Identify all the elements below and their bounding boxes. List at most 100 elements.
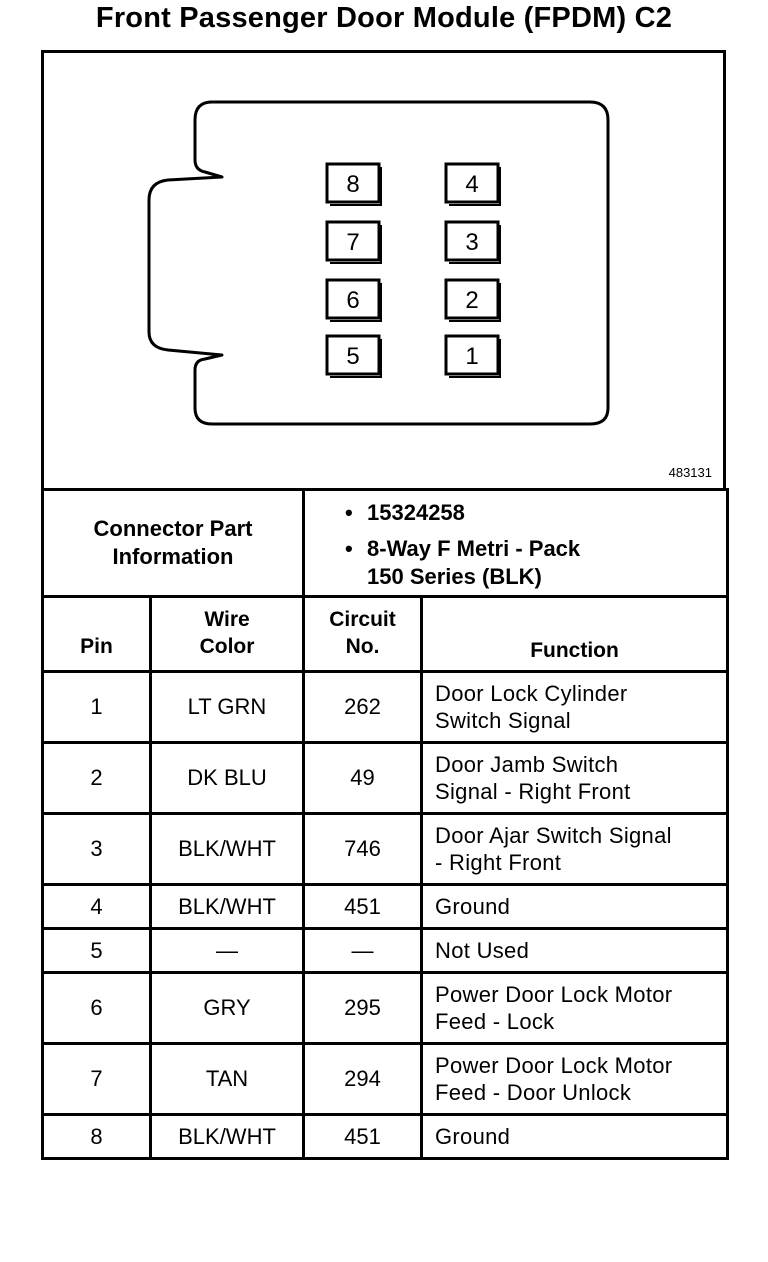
pin-cell: 7	[41, 1042, 152, 1116]
function-line2: Switch Signal	[435, 708, 571, 733]
header-function: Function	[420, 595, 730, 673]
pin-box-shadow	[330, 167, 382, 206]
function-line1: Door Jamb Switch	[435, 752, 619, 777]
header-wire-line2: Color	[199, 635, 255, 658]
header-wire-line1: Wire	[204, 608, 250, 631]
function-line2: - Right Front	[435, 850, 562, 875]
pin-box-shadow	[449, 339, 501, 378]
connector-description: 8-Way F Metri - Pack 150 Series (BLK)	[345, 535, 726, 591]
page-title: Front Passenger Door Module (FPDM) C2	[95, 2, 673, 34]
function-line1: Power Door Lock Motor	[435, 1053, 673, 1078]
circuit-cell: 49	[302, 741, 424, 815]
circuit-cell: 746	[302, 812, 424, 886]
pin-label: 4	[465, 171, 478, 198]
function-line1: Door Ajar Switch Signal	[435, 823, 672, 848]
pin-box-shadow	[449, 283, 501, 322]
wire-color-cell: GRY	[148, 971, 306, 1045]
pin-box-outline	[444, 334, 500, 376]
pin-label: 8	[346, 171, 359, 198]
connector-table: Connector Part Information 15324258 8-Wa…	[40, 488, 730, 1160]
function-line1: Door Lock Cylinder	[435, 681, 628, 706]
header-pin: Pin	[41, 595, 152, 673]
circuit-cell: 451	[302, 1113, 424, 1160]
pin-cell: 8	[41, 1113, 152, 1160]
pin-label: 2	[465, 287, 478, 314]
pin-cell: 6	[41, 971, 152, 1045]
pin-label: 5	[346, 343, 359, 370]
function-line1: Ground	[435, 894, 511, 919]
pin-box-shadow	[330, 283, 382, 322]
circuit-cell: —	[302, 927, 424, 974]
pin-label: 3	[465, 229, 478, 256]
pin-box-shadow	[449, 225, 501, 264]
header-row: Pin Wire Color Circuit No. Function	[41, 595, 730, 673]
circuit-cell: 294	[302, 1042, 424, 1116]
header-circuit-line1: Circuit	[329, 608, 396, 631]
pin-box-outline	[325, 162, 381, 204]
header-wire-color: Wire Color	[148, 595, 306, 673]
pin-box-outline	[325, 220, 381, 262]
function-line1: Not Used	[435, 938, 530, 963]
header-circuit-line2: No.	[345, 635, 380, 658]
pin-box-outline	[444, 162, 500, 204]
pin-box: 7	[325, 220, 382, 264]
function-line2: Feed - Door Unlock	[435, 1080, 632, 1105]
pin-box-shadow	[330, 225, 382, 264]
pin-cell: 3	[41, 812, 152, 886]
wire-color-cell: BLK/WHT	[148, 1113, 306, 1160]
function-line1: Ground	[435, 1124, 511, 1149]
pin-box-outline	[325, 334, 381, 376]
function-line2: Feed - Lock	[435, 1009, 555, 1034]
circuit-cell: 295	[302, 971, 424, 1045]
function-line2: Signal - Right Front	[435, 779, 631, 804]
wire-color-cell: —	[148, 927, 306, 974]
pin-cell: 4	[41, 883, 152, 930]
table-row: 5——Not Used	[41, 927, 730, 974]
diagram-reference-number: 483131	[668, 465, 712, 480]
pin-box-shadow	[330, 339, 382, 378]
desc-line2: 150 Series (BLK)	[367, 564, 542, 589]
pin-label: 6	[346, 287, 359, 314]
header-circuit: Circuit No.	[302, 595, 424, 673]
function-cell: Not Used	[420, 927, 730, 974]
function-cell: Ground	[420, 883, 730, 930]
diagram-frame	[41, 50, 726, 488]
pin-box: 2	[444, 278, 501, 322]
info-label-line1: Connector Part	[93, 516, 253, 541]
pin-box-outline	[444, 220, 500, 262]
function-cell: Ground	[420, 1113, 730, 1160]
connector-diagram: 8 7 6 5 4 3 2 1 483131	[42, 52, 726, 488]
pin-box-outline	[325, 278, 381, 320]
pin-cell: 5	[41, 927, 152, 974]
desc-line1: 8-Way F Metri - Pack	[367, 536, 581, 561]
pin-box: 6	[325, 278, 382, 322]
pin-label: 1	[465, 343, 478, 370]
connector-outline: 8 7 6 5 4 3 2 1	[147, 100, 610, 426]
pin-label: 7	[346, 229, 359, 256]
pin-cell: 1	[41, 670, 152, 744]
circuit-cell: 451	[302, 883, 424, 930]
connector-info-row: Connector Part Information 15324258 8-Wa…	[40, 488, 730, 598]
part-number: 15324258	[345, 499, 726, 527]
pin-box: 1	[444, 334, 501, 378]
pin-box: 3	[444, 220, 501, 264]
pin-box: 4	[444, 162, 501, 206]
connector-info-label: Connector Part Information	[40, 488, 306, 598]
pin-box: 8	[325, 162, 382, 206]
pin-cell: 2	[41, 741, 152, 815]
wire-color-cell: BLK/WHT	[148, 883, 306, 930]
wire-color-cell: BLK/WHT	[148, 812, 306, 886]
function-cell: Door Ajar Switch Signal- Right Front	[420, 812, 730, 886]
wire-color-cell: DK BLU	[148, 741, 306, 815]
wire-color-cell: TAN	[148, 1042, 306, 1116]
info-label-line2: Information	[112, 544, 234, 569]
